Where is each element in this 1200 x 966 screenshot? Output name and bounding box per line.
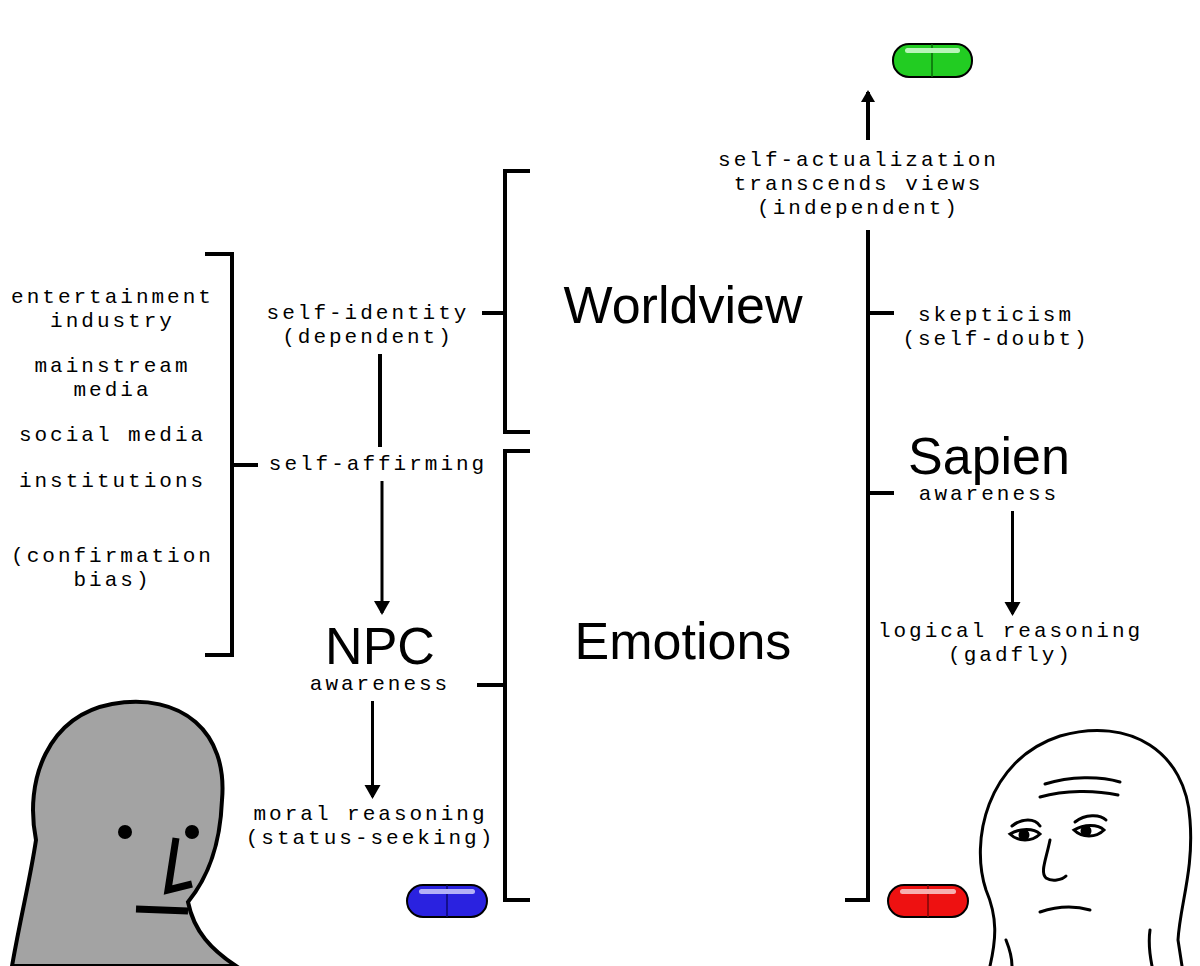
node-heading: NPC (270, 619, 490, 673)
node-text: logical reasoning (gadfly) (873, 620, 1148, 668)
text-node: logical reasoning (gadfly) (873, 620, 1148, 668)
node-text: self-identity (dependent) (253, 302, 483, 350)
flow-arrow (381, 481, 384, 613)
source-label: social media (5, 424, 220, 448)
node-text: self-actualization transcends views (ind… (711, 149, 1006, 221)
source-label: (confirmation bias) (5, 545, 220, 593)
bracket-tick (477, 683, 505, 687)
text-node: NPCawareness (270, 619, 490, 697)
flow-arrow (1011, 511, 1014, 614)
left-bracket (205, 254, 232, 655)
label-box: Emotions (533, 614, 833, 668)
text-node: Sapienawareness (889, 429, 1089, 507)
label-box: mainstream media (5, 355, 220, 403)
bracket-tick (232, 463, 258, 467)
text-node: self-identity (dependent) (253, 302, 483, 350)
text-node: self-affirming (258, 453, 498, 477)
label-box: social media (5, 424, 220, 448)
emotions-bracket (505, 451, 530, 900)
text-node: skepticism (self-doubt) (896, 304, 1096, 352)
flow-arrow (378, 354, 382, 447)
section-label: Worldview (533, 278, 833, 332)
node-text: moral reasoning (status-seeking) (238, 803, 503, 851)
source-label: entertainment industry (5, 286, 220, 334)
section-label: Emotions (533, 614, 833, 668)
axis-tick (868, 311, 894, 315)
label-box: (confirmation bias) (5, 545, 220, 593)
blue-pill (407, 885, 487, 917)
node-text: awareness (889, 483, 1089, 507)
worldview-bracket (505, 171, 530, 432)
sapien-axis-top (866, 92, 870, 140)
text-node: moral reasoning (status-seeking) (238, 803, 503, 851)
green-pill (893, 44, 972, 77)
label-box: institutions (5, 470, 220, 494)
red-pill (888, 885, 968, 917)
label-box: Worldview (533, 278, 833, 332)
node-text: skepticism (self-doubt) (896, 304, 1096, 352)
axis-tick (868, 491, 894, 495)
text-node: self-actualization transcends views (ind… (711, 149, 1006, 221)
node-heading: Sapien (889, 429, 1089, 483)
label-box: entertainment industry (5, 286, 220, 334)
npc-face (12, 702, 236, 966)
source-label: mainstream media (5, 355, 220, 403)
source-label: institutions (5, 470, 220, 494)
sapien-axis (845, 230, 868, 900)
wojak-face (980, 730, 1190, 966)
flow-arrow (371, 701, 374, 797)
node-text: self-affirming (258, 453, 498, 477)
bracket-tick (482, 311, 505, 315)
node-text: awareness (270, 673, 490, 697)
